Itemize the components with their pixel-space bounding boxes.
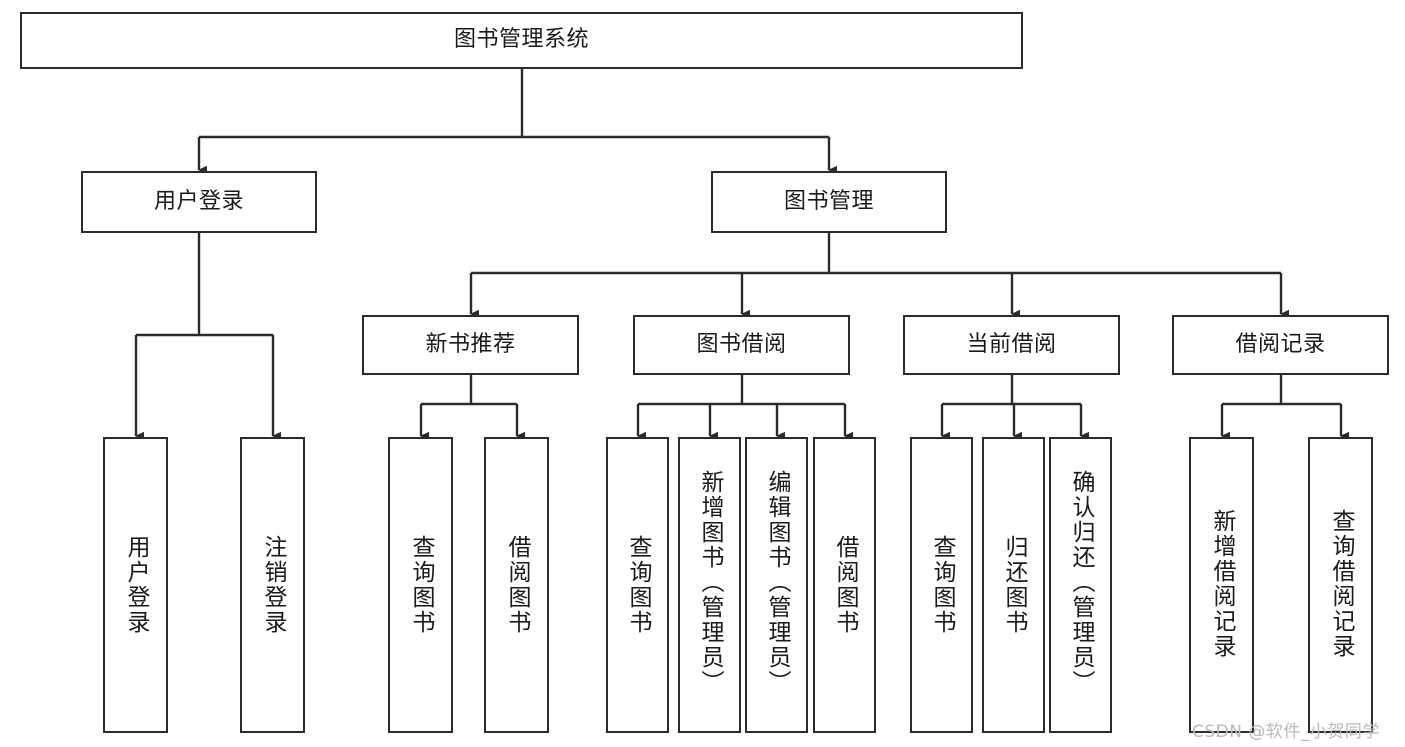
node-label-leaf-query-book-2: 查询图书: [625, 535, 651, 635]
node-label-borrow-record: 借阅记录: [1235, 331, 1326, 357]
node-leaf-logout[interactable]: 注销登录: [240, 437, 305, 733]
node-leaf-query-record[interactable]: 查询借阅记录: [1308, 437, 1373, 733]
node-leaf-add-book[interactable]: 新增图书（管理员）: [678, 437, 741, 733]
node-leaf-borrow-book-2[interactable]: 借阅图书: [813, 437, 876, 733]
node-leaf-borrow-book-1[interactable]: 借阅图书: [484, 437, 549, 733]
node-label-leaf-return-book: 归还图书: [1001, 535, 1027, 635]
node-borrow-record[interactable]: 借阅记录: [1172, 315, 1389, 375]
node-leaf-user-login[interactable]: 用户登录: [103, 437, 168, 733]
node-leaf-query-book-1[interactable]: 查询图书: [388, 437, 453, 733]
node-leaf-query-book-2[interactable]: 查询图书: [606, 437, 669, 733]
node-label-leaf-query-book-1: 查询图书: [408, 535, 434, 635]
node-label-new-book-rec: 新书推荐: [425, 331, 516, 357]
node-label-current-borrow: 当前借阅: [966, 331, 1057, 357]
node-label-leaf-borrow-book-2: 借阅图书: [832, 535, 858, 635]
node-root[interactable]: 图书管理系统: [20, 12, 1023, 69]
node-label-leaf-edit-book: 编辑图书（管理员）: [764, 470, 790, 695]
node-leaf-add-record[interactable]: 新增借阅记录: [1189, 437, 1254, 733]
node-label-leaf-borrow-book-1: 借阅图书: [504, 535, 530, 635]
node-leaf-edit-book[interactable]: 编辑图书（管理员）: [745, 437, 808, 733]
node-label-user-login: 用户登录: [153, 188, 244, 214]
node-user-login[interactable]: 用户登录: [81, 171, 317, 233]
node-label-book-manage: 图书管理: [783, 188, 874, 214]
node-leaf-return-book[interactable]: 归还图书: [982, 437, 1045, 733]
node-label-leaf-query-record: 查询借阅记录: [1328, 509, 1354, 659]
node-leaf-query-book-3[interactable]: 查询图书: [910, 437, 973, 733]
node-label-leaf-logout: 注销登录: [260, 535, 286, 635]
node-label-root: 图书管理系统: [453, 27, 589, 53]
node-label-leaf-query-book-3: 查询图书: [929, 535, 955, 635]
node-label-book-borrow: 图书借阅: [696, 331, 787, 357]
node-book-borrow[interactable]: 图书借阅: [633, 315, 850, 375]
node-label-leaf-confirm-return: 确认归还（管理员）: [1068, 470, 1094, 695]
node-leaf-confirm-return[interactable]: 确认归还（管理员）: [1049, 437, 1112, 733]
node-label-leaf-add-book: 新增图书（管理员）: [697, 470, 723, 695]
node-new-book-rec[interactable]: 新书推荐: [362, 315, 579, 375]
node-current-borrow[interactable]: 当前借阅: [903, 315, 1120, 375]
node-label-leaf-add-record: 新增借阅记录: [1209, 509, 1235, 659]
node-label-leaf-user-login: 用户登录: [123, 535, 149, 635]
node-book-manage[interactable]: 图书管理: [711, 171, 947, 233]
